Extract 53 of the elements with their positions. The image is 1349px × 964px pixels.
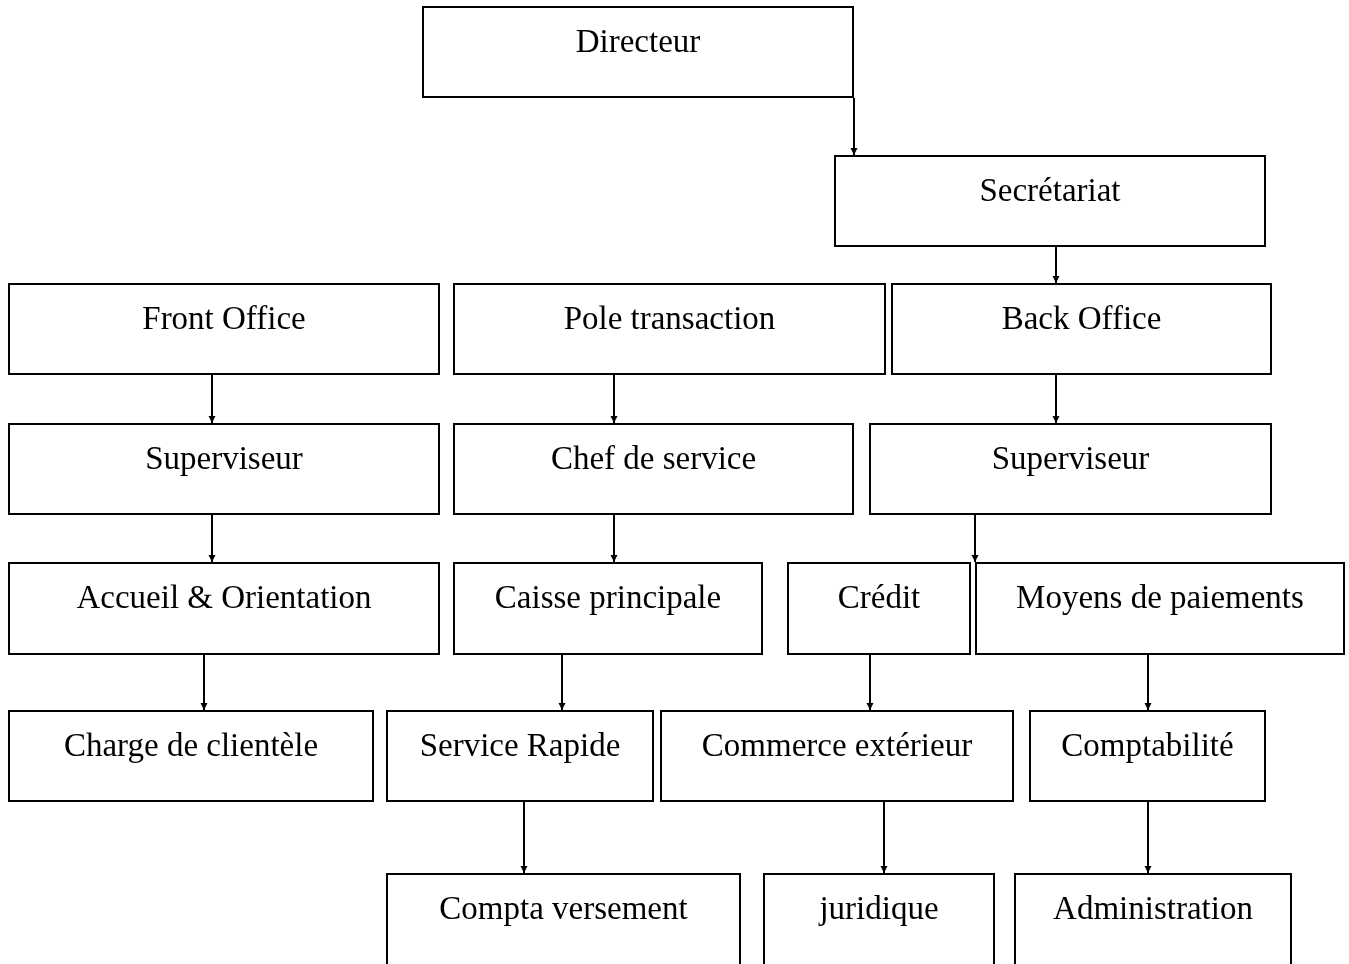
arrow bbox=[1144, 801, 1152, 874]
box-label: Charge de clientèle bbox=[63, 726, 319, 764]
org-box bbox=[453, 562, 763, 655]
box-label: Compta versement bbox=[439, 889, 688, 927]
org-box bbox=[891, 283, 1272, 375]
box-label: Directeur bbox=[575, 22, 701, 60]
box-label: Front Office bbox=[142, 299, 306, 337]
arrow bbox=[208, 374, 216, 424]
org-box bbox=[422, 6, 854, 98]
box-label: Administration bbox=[1053, 889, 1253, 927]
org-box bbox=[763, 873, 995, 964]
org-box bbox=[787, 562, 971, 655]
arrow bbox=[866, 654, 874, 711]
arrow bbox=[520, 801, 528, 874]
arrow bbox=[971, 514, 979, 563]
org-box bbox=[869, 423, 1272, 515]
arrow bbox=[1144, 654, 1152, 711]
org-box bbox=[386, 873, 741, 964]
arrow bbox=[1052, 246, 1060, 284]
org-box bbox=[1014, 873, 1292, 964]
org-box bbox=[8, 283, 440, 375]
org-box bbox=[8, 710, 374, 802]
box-label: Moyens de paiements bbox=[1016, 578, 1304, 616]
arrow bbox=[850, 97, 858, 156]
arrow bbox=[200, 654, 208, 711]
arrow bbox=[208, 514, 216, 563]
org-box bbox=[660, 710, 1014, 802]
box-label: Crédit bbox=[837, 578, 921, 616]
arrow bbox=[610, 514, 618, 563]
arrow bbox=[1052, 374, 1060, 424]
org-box bbox=[453, 423, 854, 515]
box-label: Back Office bbox=[1001, 299, 1162, 337]
box-label: Superviseur bbox=[991, 439, 1150, 477]
box-label: Commerce extérieur bbox=[701, 726, 973, 764]
org-box bbox=[8, 562, 440, 655]
org-box bbox=[975, 562, 1345, 655]
org-box bbox=[1029, 710, 1266, 802]
org-box bbox=[8, 423, 440, 515]
box-label: Superviseur bbox=[145, 439, 303, 477]
box-label: juridique bbox=[819, 889, 939, 927]
box-label: Pole transaction bbox=[563, 299, 776, 337]
arrow bbox=[880, 801, 888, 874]
arrow bbox=[558, 654, 566, 711]
box-label: Secrétariat bbox=[979, 171, 1121, 209]
box-label: Accueil & Orientation bbox=[76, 578, 372, 616]
box-label: Caisse principale bbox=[494, 578, 722, 616]
box-label: Comptabilité bbox=[1061, 726, 1234, 764]
box-label: Service Rapide bbox=[419, 726, 621, 764]
org-box bbox=[386, 710, 654, 802]
box-label: Chef de service bbox=[550, 439, 757, 477]
org-box bbox=[453, 283, 886, 375]
org-box bbox=[834, 155, 1266, 247]
arrow bbox=[610, 374, 618, 424]
